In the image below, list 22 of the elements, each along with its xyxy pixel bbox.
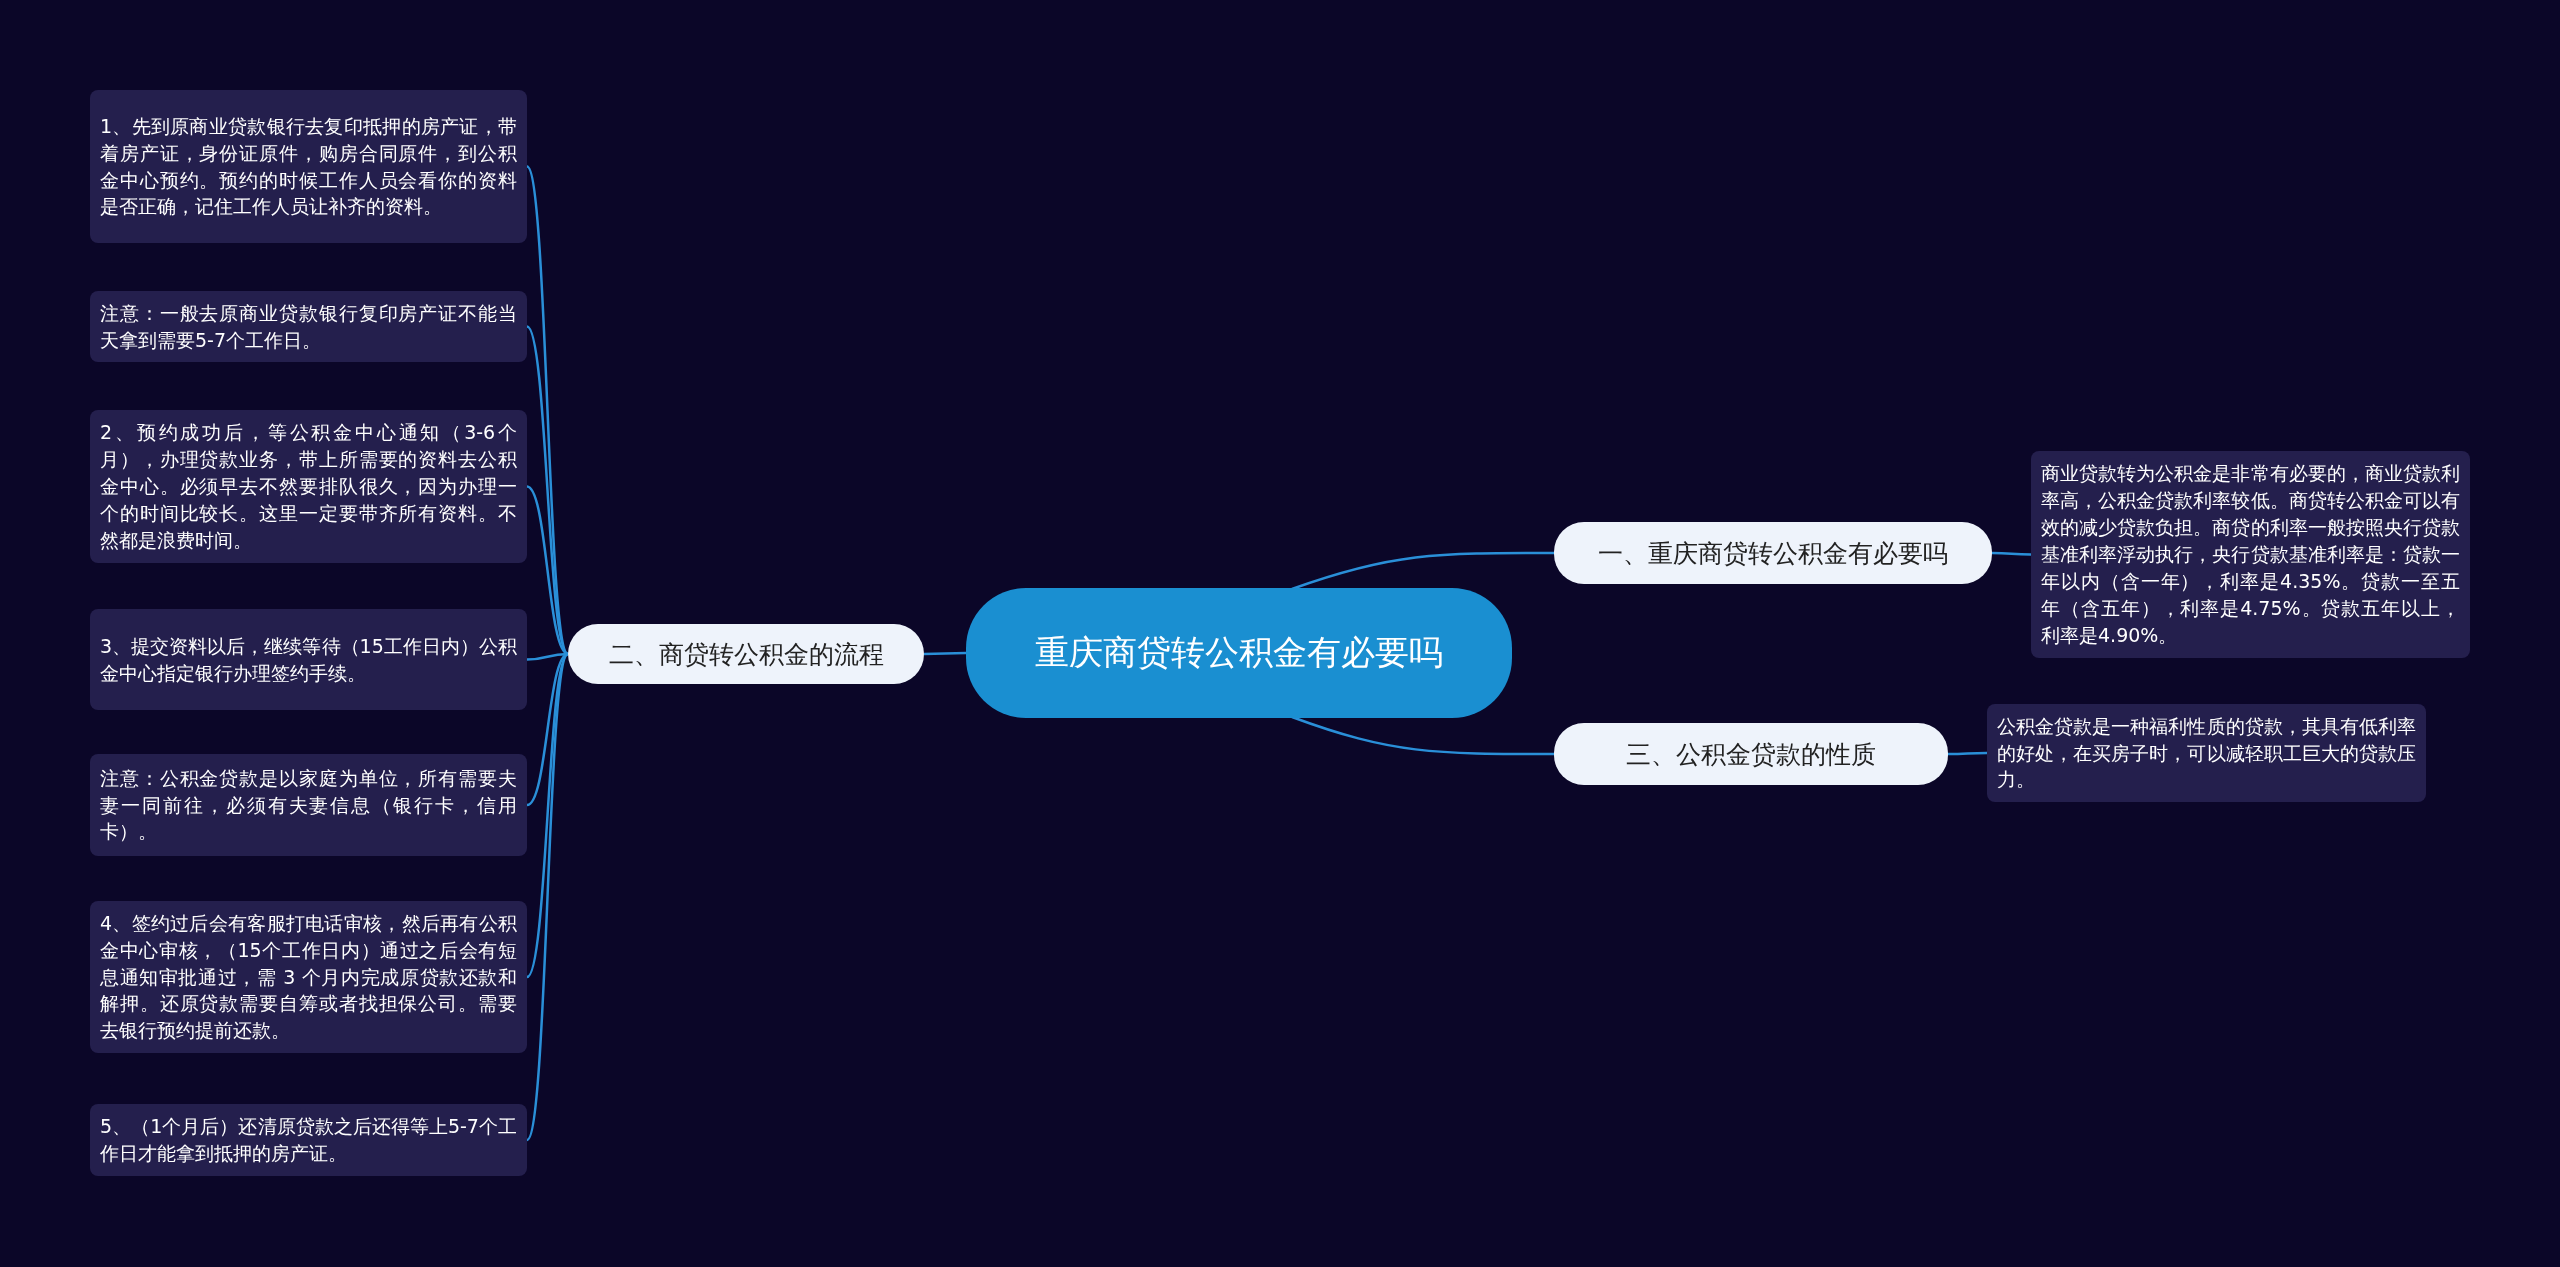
branch-box: 一、重庆商贷转公积金有必要吗: [1554, 522, 1992, 584]
connector-line: [525, 165, 570, 655]
connector-line: [1948, 751, 1987, 756]
note-card: 2、预约成功后，等公积金中心通知（3-6个月），办理贷款业务，带上所需要的资料去公积金中心。必须早去不然要排队很久，因为办理一个的时间比较长。这里一定要带齐所有资料。不然都是浪费时间。: [90, 410, 527, 563]
connector-line: [526, 653, 569, 978]
branch-box: 二、商贷转公积金的流程: [568, 624, 924, 684]
connector-line: [1291, 551, 1554, 591]
note-card: 4、签约过后会有客服打电话审核，然后再有公积金中心审核，（15个工作日内）通过之后会有短息通知审批通过，需 3 个月内完成原贷款还款和解押。还原贷款需要自筹或者找担保公司。需要去银行预约提前还款。: [90, 901, 527, 1053]
connector-line: [1992, 551, 2031, 556]
note-card: 3、提交资料以后，继续等待（15工作日内）公积金中心指定银行办理签约手续。: [90, 609, 527, 710]
note-card: 1、先到原商业贷款银行去复印抵押的房产证，带着房产证，身份证原件，购房合同原件，到公积金中心预约。预约的时候工作人员会看你的资料是否正确，记住工作人员让补齐的资料。: [90, 90, 527, 243]
note-card: 5、（1个月后）还清原贷款之后还得等上5-7个工作日才能拿到抵押的房产证。: [90, 1104, 527, 1176]
note-card: 注意：一般去原商业贷款银行复印房产证不能当天拿到需要5-7个工作日。: [90, 291, 527, 362]
connector-line: [526, 325, 569, 655]
note-card: 商业贷款转为公积金是非常有必要的，商业贷款利率高，公积金贷款利率较低。商贷转公积金可以有效的减少贷款负担。商贷的利率一般按照央行贷款基准利率浮动执行，央行贷款基准利率是：贷款一年以内（含一年），利率是4.35%。贷款一至五年（含五年），利率是4.75%。贷款五年以上，利率是4.90%。: [2031, 451, 2470, 658]
topic-box: 重庆商贷转公积金有必要吗: [966, 588, 1512, 718]
connector-line: [525, 653, 570, 1141]
note-card: 注意：公积金贷款是以家庭为单位，所有需要夫妻一同前往，必须有夫妻信息（银行卡，信用卡）。: [90, 754, 527, 856]
note-card: 公积金贷款是一种福利性质的贷款，其具有低利率的好处，在买房子时，可以减轻职工巨大的贷款压力。: [1987, 704, 2426, 802]
connector-line: [1291, 715, 1554, 756]
connector-line: [923, 651, 967, 656]
branch-box: 三、公积金贷款的性质: [1554, 723, 1948, 785]
